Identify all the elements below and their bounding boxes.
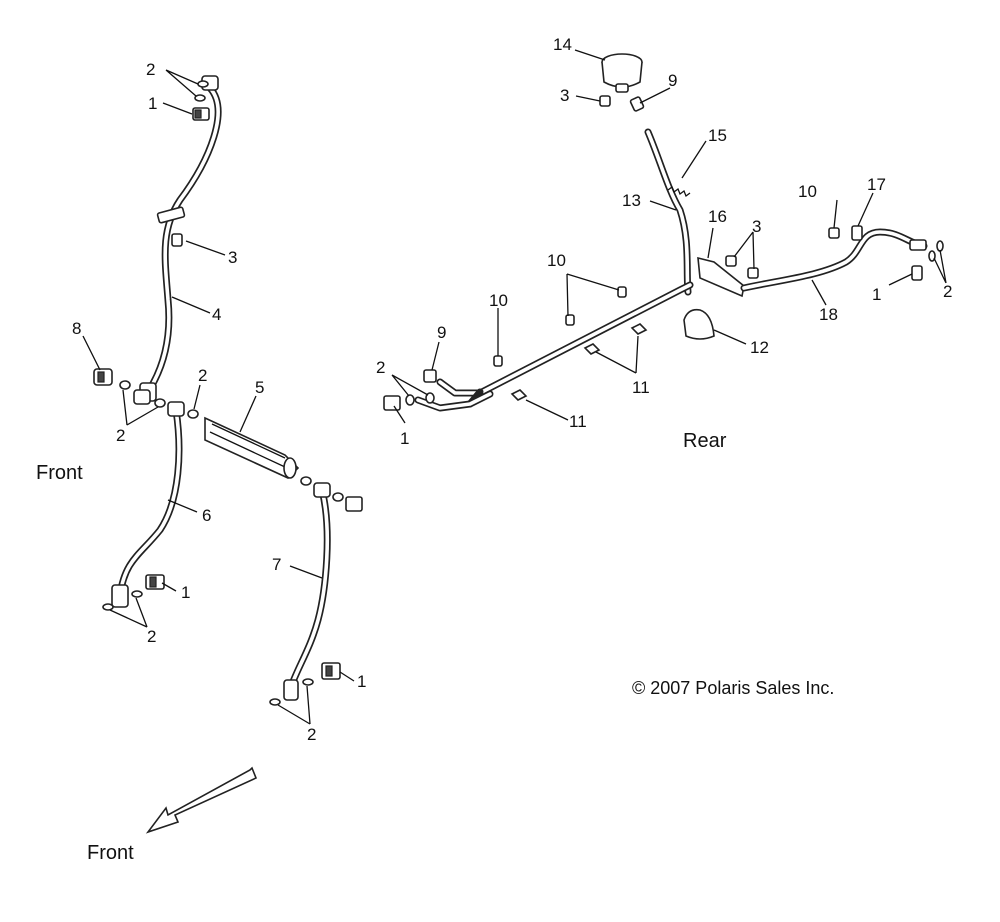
- callout-10-b: 10: [489, 291, 508, 310]
- clip-17: [851, 225, 863, 241]
- clip-3-left: [171, 233, 183, 247]
- callout-2-line: 2: [376, 358, 385, 377]
- callout-1-bottom: 1: [357, 672, 366, 691]
- callout-2-left-low: 2: [147, 627, 156, 646]
- brake-line-guard: [204, 416, 300, 479]
- front-direction-arrow: [145, 766, 258, 834]
- fitting-10-c: [617, 286, 627, 298]
- callout-8: 8: [72, 319, 81, 338]
- fitting-9-reservoir: [629, 96, 645, 112]
- callout-12: 12: [750, 338, 769, 357]
- banjo-bolt-top: [192, 107, 210, 121]
- callout-1-left-low: 1: [181, 583, 190, 602]
- reservoir-hose: [644, 128, 692, 296]
- callout-1-top: 1: [148, 94, 157, 113]
- callout-7: 7: [272, 555, 281, 574]
- callout-18: 18: [819, 305, 838, 324]
- o-ring: [405, 394, 415, 406]
- banjo-bolt-left-low: [145, 574, 165, 590]
- bracket-16: [697, 256, 745, 298]
- rear-brake-line: [740, 228, 928, 292]
- o-ring: [131, 590, 143, 598]
- caption-front-left: Front: [36, 462, 83, 484]
- callout-5: 5: [255, 378, 264, 397]
- callout-1-rear: 1: [872, 285, 881, 304]
- callout-9-line: 9: [437, 323, 446, 342]
- o-ring: [197, 80, 209, 88]
- front-brake-line-left: [111, 401, 185, 608]
- o-ring: [269, 698, 281, 706]
- copyright-notice: © 2007 Polaris Sales Inc.: [632, 678, 834, 698]
- callout-2-mid-a: 2: [116, 426, 125, 445]
- callout-13: 13: [622, 191, 641, 210]
- banjo-bolt-line: [383, 395, 401, 411]
- callout-2-mid-b: 2: [198, 366, 207, 385]
- o-ring: [187, 409, 199, 419]
- callout-2-bottom: 2: [307, 725, 316, 744]
- o-ring: [194, 94, 206, 102]
- line-clamp-11: [510, 323, 648, 401]
- caption-rear: Rear: [683, 430, 727, 452]
- banjo-bolt-rear: [911, 265, 923, 281]
- callout-16: 16: [708, 207, 727, 226]
- front-brake-line-right: [283, 482, 331, 701]
- callout-1-line: 1: [400, 429, 409, 448]
- callout-14: 14: [553, 35, 572, 54]
- o-ring: [300, 476, 312, 486]
- heat-shield-12: [683, 308, 715, 340]
- callout-9-reservoir: 9: [668, 71, 677, 90]
- callout-numbers: 2 1 3 4 8 2 2 5 6 1 2 7 1 2 14 3 9 15 13…: [72, 35, 952, 744]
- fitting-8: [93, 368, 113, 386]
- o-ring: [332, 492, 344, 502]
- banjo-bolt-bottom: [321, 662, 341, 680]
- o-ring: [102, 603, 114, 611]
- o-ring: [302, 678, 314, 686]
- fitting-10-a: [493, 355, 503, 367]
- callout-17: 17: [867, 175, 886, 194]
- leader-lines: [82, 49, 947, 725]
- fitting-10-b: [565, 314, 575, 326]
- callout-3-left: 3: [228, 248, 237, 267]
- callout-3-right: 3: [752, 217, 761, 236]
- fitting-9-line: [423, 369, 437, 383]
- clip-3-right: [725, 255, 759, 279]
- callout-2-rear: 2: [943, 282, 952, 301]
- callout-10-a: 10: [547, 251, 566, 270]
- brake-tee-block: [133, 389, 151, 405]
- o-ring: [119, 380, 131, 390]
- caption-front-arrow: Front: [87, 842, 134, 864]
- callout-2-top: 2: [146, 60, 155, 79]
- main-brake-line: [414, 281, 694, 412]
- callout-10-c: 10: [798, 182, 817, 201]
- callout-11-a: 11: [632, 378, 650, 397]
- callout-6: 6: [202, 506, 211, 525]
- o-ring: [154, 398, 166, 408]
- callout-4: 4: [212, 305, 221, 324]
- o-ring: [928, 250, 936, 262]
- o-ring: [425, 392, 435, 404]
- callout-3-reservoir: 3: [560, 86, 569, 105]
- fitting-10-rear: [828, 227, 840, 239]
- banjo-bolt-right: [345, 496, 363, 512]
- o-ring: [936, 240, 944, 252]
- clip-3-reservoir: [599, 95, 611, 107]
- spring-15: [667, 185, 691, 198]
- callout-15: 15: [708, 126, 727, 145]
- callout-11-b: 11: [569, 412, 587, 431]
- brake-fluid-reservoir: [601, 53, 643, 93]
